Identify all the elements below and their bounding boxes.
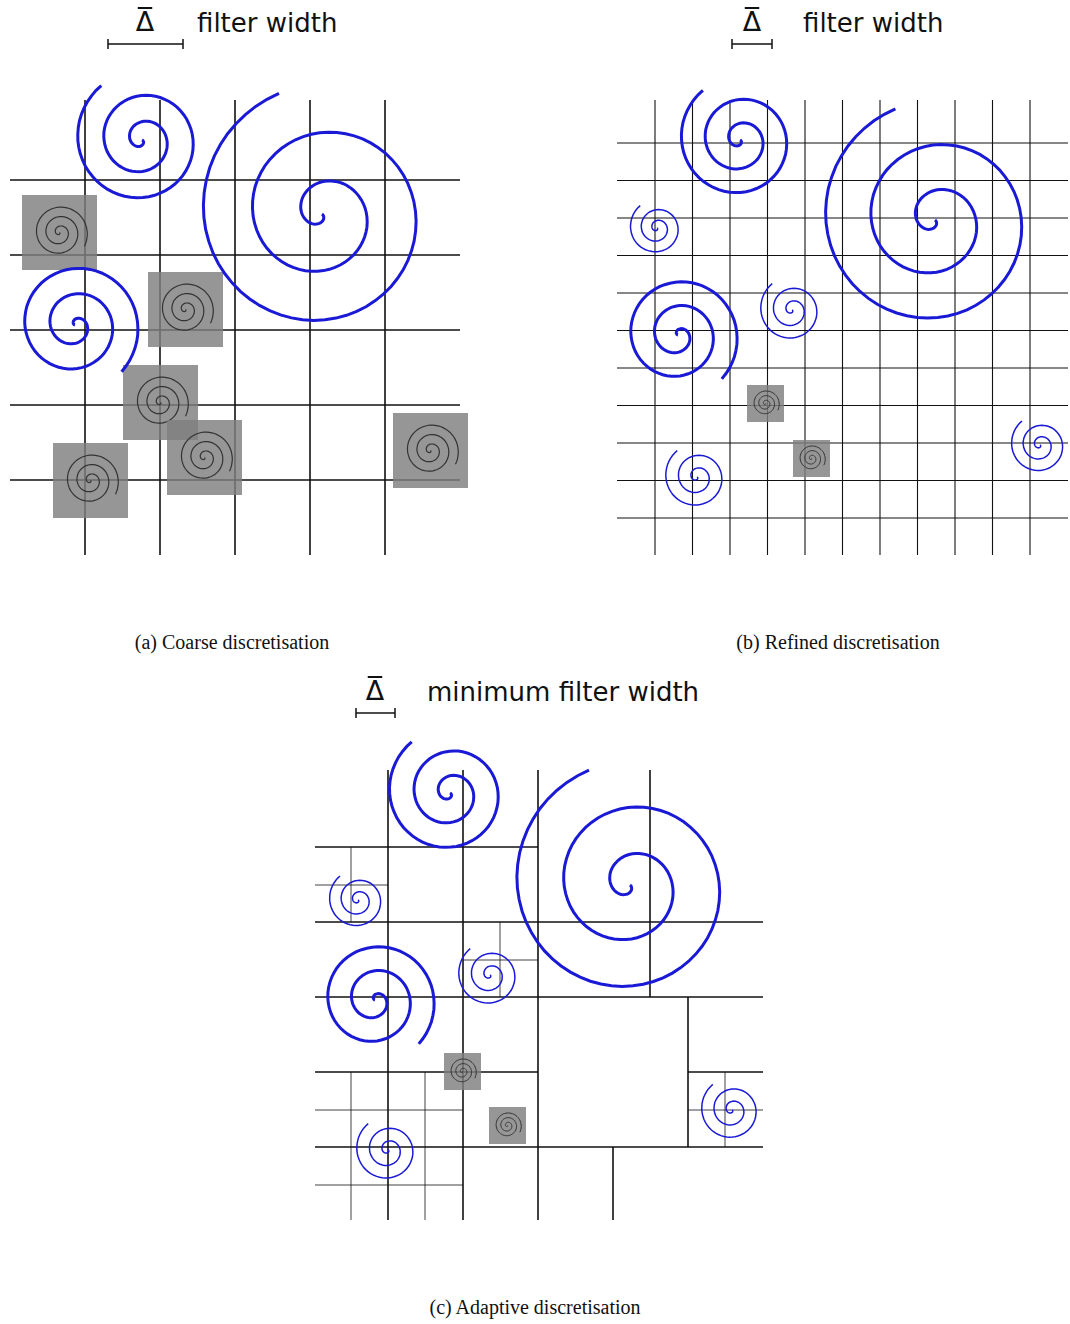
grid-line — [688, 1071, 763, 1073]
eddy-spiral — [451, 1059, 476, 1082]
eddy-spiral — [631, 282, 737, 379]
grid-line — [351, 1072, 352, 1220]
grid-line — [954, 100, 955, 555]
subfilter-square — [148, 272, 223, 347]
grid-lines — [10, 100, 1068, 1220]
width-bar — [108, 43, 183, 45]
eddy-spiral — [631, 206, 679, 252]
width-label: filter width — [803, 8, 943, 38]
eddy-spiral — [182, 432, 233, 478]
subfilter-square — [444, 1053, 481, 1090]
delta-symbol: Δ — [136, 6, 154, 37]
panel-caption: (a) Coarse discretisation — [135, 631, 329, 654]
grid-line — [842, 100, 843, 555]
panel-caption: (c) Adaptive discretisation — [429, 1296, 640, 1319]
grid-line — [537, 770, 539, 1220]
grid-line — [617, 292, 1068, 293]
eddy-spiral — [357, 1124, 413, 1178]
grid-line — [992, 100, 993, 555]
grid-line — [617, 255, 1068, 256]
eddy-spiral — [666, 451, 722, 505]
grid-line — [617, 442, 1068, 443]
subfilter-square — [489, 1107, 526, 1144]
grid-line — [309, 100, 311, 555]
grid-line — [10, 404, 460, 406]
eddy-spiral — [754, 391, 779, 414]
width-bar — [732, 43, 772, 45]
width-tick — [771, 39, 773, 49]
subfilter-square — [167, 420, 242, 495]
grid-line — [617, 142, 1068, 143]
grid-line — [463, 960, 538, 961]
eddy-spiral — [330, 876, 381, 926]
eddy-spiral — [1012, 421, 1063, 471]
grid-line — [10, 179, 460, 181]
subfilter-square — [22, 195, 97, 270]
grid-line — [315, 921, 538, 923]
grid-line — [612, 1147, 614, 1220]
grid-line — [351, 847, 352, 922]
eddy-spiral — [390, 742, 499, 848]
grid-line — [649, 770, 651, 997]
width-tick — [731, 39, 733, 49]
subfilter-square — [793, 440, 830, 477]
width-tick — [355, 708, 357, 718]
width-label: minimum filter width — [427, 677, 699, 707]
eddy-spirals — [25, 86, 1063, 1178]
grid-line — [384, 100, 386, 555]
width-tick — [394, 708, 396, 718]
grid-line — [617, 480, 1068, 481]
eddy-spiral — [496, 1113, 521, 1136]
eddy-spiral — [826, 109, 1022, 318]
width-bar — [356, 712, 395, 714]
eddy-spiral — [163, 284, 214, 330]
grid-line — [425, 1072, 426, 1220]
grid-line — [804, 100, 805, 555]
grid-line — [315, 1110, 463, 1111]
grid-line — [462, 770, 464, 1220]
grid-line — [617, 405, 1068, 406]
eddy-spiral — [681, 90, 786, 192]
grid-line — [315, 1071, 538, 1073]
grid-line — [617, 180, 1068, 181]
eddy-spiral — [203, 93, 416, 320]
delta-symbol: Δ — [743, 6, 761, 37]
eddy-spiral — [68, 455, 119, 501]
grid-line — [879, 100, 880, 555]
subfilter-square — [53, 443, 128, 518]
grid-line — [617, 367, 1068, 368]
grid-line — [617, 517, 1068, 518]
eddy-spiral — [702, 1084, 756, 1137]
delta-symbol: Δ — [366, 675, 384, 706]
grid-line — [1029, 100, 1030, 555]
panel-caption: (b) Refined discretisation — [736, 631, 939, 654]
grid-line — [315, 846, 538, 848]
eddy-spiral — [517, 770, 720, 986]
subfilter-squares — [22, 195, 830, 1144]
grid-line — [688, 1110, 763, 1111]
width-tick — [182, 39, 184, 49]
eddy-spiral — [761, 284, 817, 338]
eddy-spiral — [408, 425, 459, 471]
grid-line — [917, 100, 918, 555]
eddy-spiral — [78, 86, 193, 198]
grid-line — [315, 1185, 463, 1186]
subfilter-square — [747, 385, 784, 422]
eddy-spiral — [138, 377, 189, 423]
eddy-spiral — [37, 207, 88, 253]
grid-line — [315, 885, 388, 886]
eddy-spiral — [800, 446, 825, 469]
grid-line — [725, 1072, 726, 1147]
width-bars — [108, 8, 772, 718]
eddy-spiral — [25, 268, 138, 371]
eddy-spiral — [459, 949, 515, 1003]
width-label: filter width — [197, 8, 337, 38]
subfilter-square — [393, 413, 468, 488]
grid-line — [538, 921, 763, 923]
width-tick — [107, 39, 109, 49]
eddy-spiral — [328, 947, 434, 1044]
grid-line — [617, 217, 1068, 218]
grid-line — [10, 329, 460, 331]
